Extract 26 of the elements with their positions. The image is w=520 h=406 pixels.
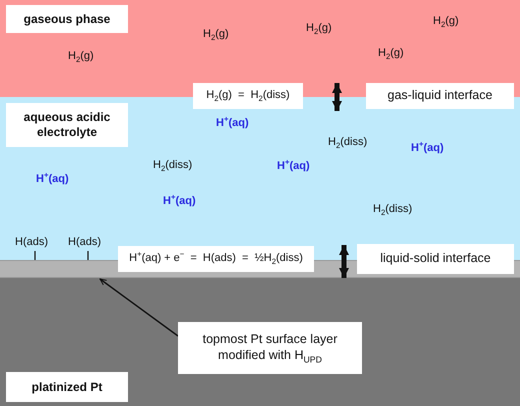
leader-line (100, 278, 178, 337)
species-label: H$_{2}$(g) (203, 28, 229, 40)
ion-label: H$^{+}$(aq) (277, 160, 310, 172)
interface-card: gas-liquid interface (366, 83, 514, 109)
region-label: gaseous phase (6, 5, 128, 33)
double-arrow (339, 245, 349, 278)
species-label: H$_{2}$(g) (433, 15, 459, 27)
region-label: aqueous acidic electrolyte (6, 103, 128, 147)
equation-card: H$^{+}$(aq) + e$^{−}$ = H(ads) = ½H$_{2}$(diss) (118, 246, 314, 272)
double-arrow (332, 83, 342, 111)
callout-card: topmost Pt surface layer modified with H$_{UPD}$ (178, 322, 362, 374)
ion-label: H$^{+}$(aq) (411, 142, 444, 154)
equation-card: H$_{2}$(g) = H$_{2}$(diss) (193, 83, 303, 109)
species-label: H$_{2}$(g) (378, 47, 404, 59)
ion-label: H$^{+}$(aq) (36, 173, 69, 185)
species-label: H$_{2}$(g) (68, 50, 94, 62)
species-label: H$_{2}$(diss) (328, 136, 368, 148)
ion-label: H$^{+}$(aq) (163, 195, 196, 207)
adsorbed-label: H(ads) (15, 236, 48, 248)
species-label: H$_{2}$(diss) (373, 203, 412, 215)
species-label: H$_{2}$(diss) (153, 159, 192, 171)
adsorbed-label: H(ads) (68, 236, 102, 248)
interface-card: liquid-solid interface (357, 244, 514, 274)
species-label: H$_{2}$(g) (306, 22, 332, 34)
platinum-region (0, 278, 520, 406)
region-label: platinized Pt (6, 372, 128, 402)
